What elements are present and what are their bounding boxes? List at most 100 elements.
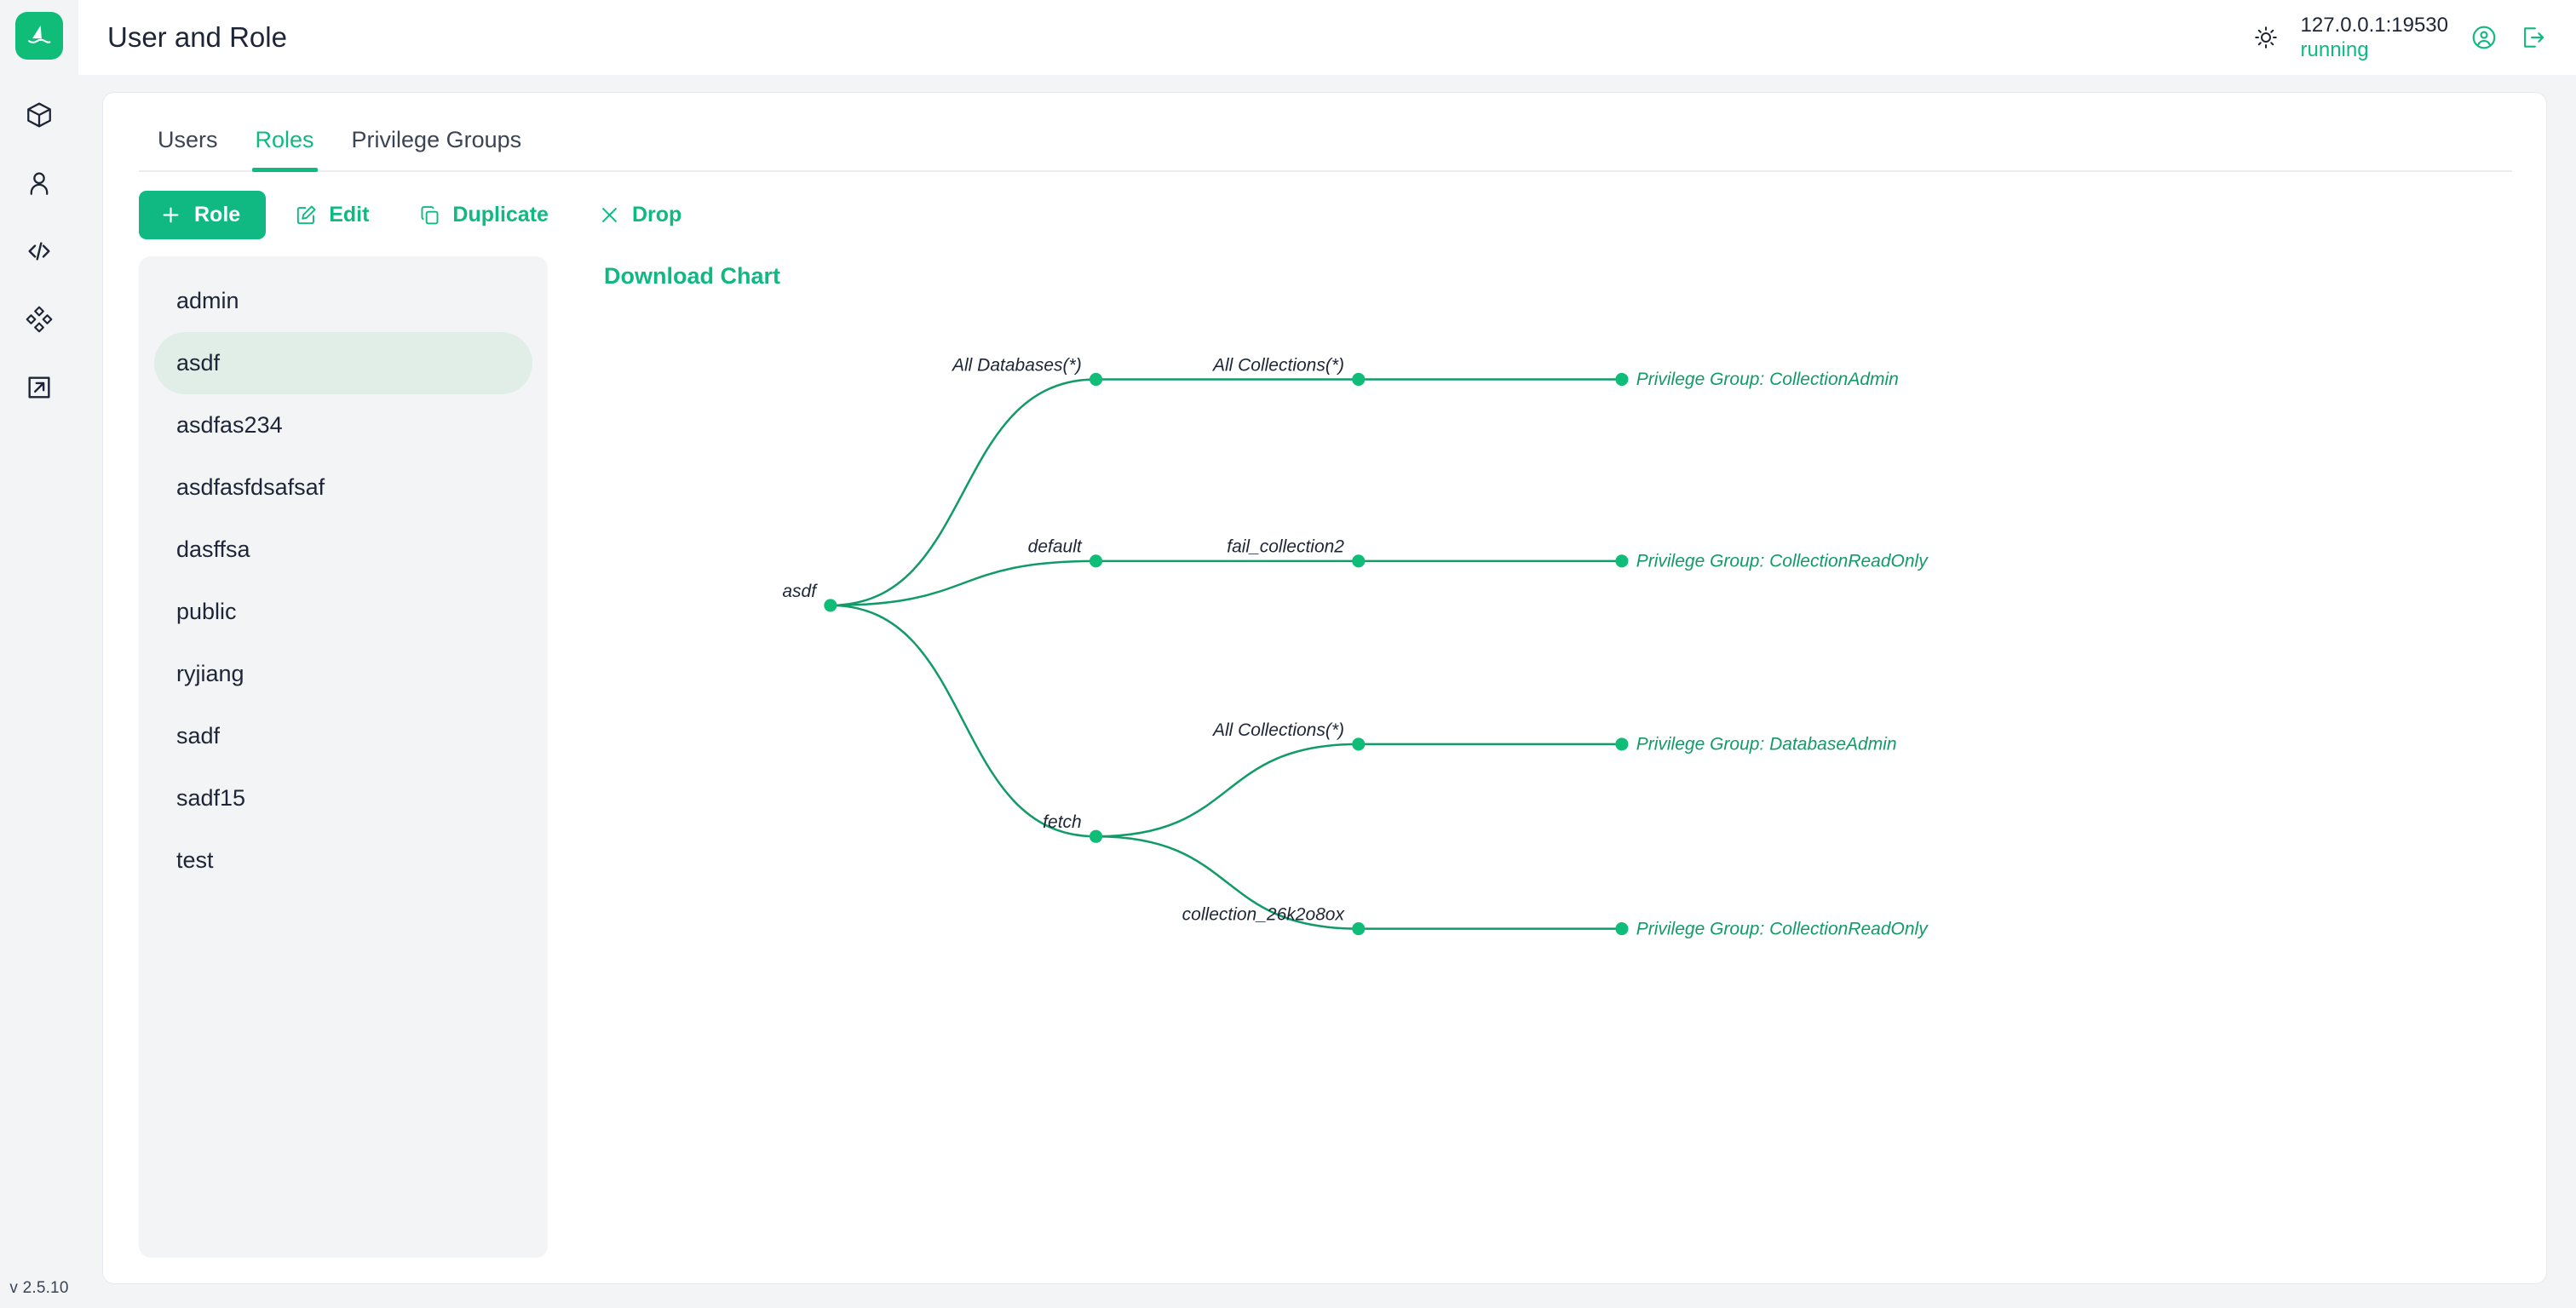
tree-node[interactable]: collection_26k2o8ox — [1182, 905, 1366, 936]
tree-node-dot — [1352, 922, 1366, 936]
tree-node-dot — [1089, 829, 1103, 843]
tree-node[interactable]: All Collections(*) — [1211, 355, 1366, 387]
main-column: User and Role 127.0.0.1:19530 running — [78, 0, 2576, 1308]
top-bar: User and Role 127.0.0.1:19530 running — [78, 0, 2576, 75]
sidebar-item-console[interactable] — [13, 225, 66, 278]
connection-address: 127.0.0.1:19530 — [2300, 13, 2449, 37]
tree-link — [830, 559, 1096, 607]
tree-node[interactable]: default — [1028, 537, 1103, 568]
drop-role-button[interactable]: Drop — [578, 191, 702, 239]
sun-icon — [2254, 26, 2277, 49]
tree-node-dot — [1615, 372, 1629, 387]
tree-node-dot — [1089, 554, 1103, 568]
list-item[interactable]: asdf — [154, 332, 532, 394]
plus-icon — [159, 204, 182, 227]
page-title: User and Role — [107, 21, 287, 53]
account-button[interactable] — [2470, 24, 2498, 51]
list-item[interactable]: ryjiang — [176, 661, 244, 686]
diamond-cluster-icon — [26, 306, 53, 333]
content-area: Users Roles Privilege Groups Role — [78, 75, 2576, 1308]
tree-node[interactable]: Privilege Group: CollectionReadOnly — [1615, 552, 1929, 571]
tree-node-label: asdf — [782, 582, 818, 601]
tree-node-label: Privilege Group: CollectionReadOnly — [1636, 919, 1929, 938]
create-role-label: Role — [194, 203, 241, 227]
role-list: admin asdf asdfas234 asdfasfdsafsaf dasf… — [139, 256, 548, 1258]
duplicate-role-label: Duplicate — [452, 203, 549, 227]
privilege-tree-pane: Download Chart asdf All Databases(*) defau… — [575, 256, 2512, 1258]
tab-users[interactable]: Users — [158, 127, 218, 152]
app-logo[interactable] — [15, 12, 63, 60]
code-brackets-icon — [28, 242, 50, 261]
tree-node-dot — [1615, 737, 1629, 751]
roles-body: admin asdf asdfas234 asdfasfdsafsaf dasf… — [139, 256, 2512, 1283]
list-item[interactable]: sadf15 — [176, 785, 246, 811]
tree-link — [830, 378, 1096, 607]
close-x-icon — [598, 204, 621, 227]
tree-node-label: collection_26k2o8ox — [1182, 905, 1346, 925]
tree-node-label: Privilege Group: CollectionReadOnly — [1636, 552, 1929, 571]
tree-node-label: All Databases(*) — [951, 355, 1082, 375]
duplicate-role-button[interactable]: Duplicate — [398, 191, 569, 239]
sidebar-item-external-link[interactable] — [13, 361, 66, 414]
tree-node-label: fetch — [1043, 812, 1082, 832]
tree-link — [1095, 835, 1359, 930]
theme-toggle-button[interactable] — [2253, 25, 2279, 50]
tree-node[interactable]: fail_collection2 — [1227, 537, 1366, 568]
pencil-square-icon — [295, 204, 318, 227]
sidebar-item-user-and-role[interactable] — [13, 157, 66, 209]
tree-node[interactable]: fetch — [1043, 812, 1103, 843]
tree-links — [830, 378, 1622, 930]
tab-bar: Users Roles Privilege Groups — [139, 115, 2512, 172]
tree-link — [1095, 743, 1359, 838]
tree-node-dot — [1089, 372, 1103, 387]
tree-node[interactable]: Privilege Group: CollectionReadOnly — [1615, 919, 1929, 938]
roles-toolbar: Role Edit — [139, 172, 2512, 256]
sidebar-item-vector-search[interactable] — [13, 293, 66, 346]
list-item[interactable]: dasffsa — [176, 536, 250, 562]
list-item[interactable]: asdfas234 — [176, 412, 283, 438]
privilege-tree-chart: asdf All Databases(*) default fetch All Coll… — [782, 355, 1929, 938]
tree-node-label: All Collections(*) — [1211, 720, 1344, 740]
logout-button[interactable] — [2520, 24, 2547, 51]
user-icon — [30, 172, 49, 195]
tab-privilege-groups[interactable]: Privilege Groups — [351, 127, 522, 152]
connection-status: running — [2300, 38, 2369, 61]
tree-node[interactable]: All Collections(*) — [1211, 720, 1366, 751]
list-item[interactable]: test — [176, 847, 214, 873]
edit-role-label: Edit — [329, 203, 370, 227]
tree-node-dot — [1352, 372, 1366, 387]
connection-info: 127.0.0.1:19530 running — [2301, 13, 2449, 63]
tree-node-dot — [1615, 922, 1629, 936]
tree-node-dot — [1352, 737, 1366, 751]
copy-icon — [418, 204, 441, 227]
cube-icon — [27, 102, 51, 128]
sidebar-item-databases[interactable] — [13, 89, 66, 141]
create-role-button[interactable]: Role — [139, 191, 267, 239]
user-circle-icon — [2472, 26, 2496, 49]
list-item[interactable]: asdfasfdsafsaf — [176, 474, 325, 500]
tree-node-dot — [1352, 554, 1366, 568]
tree-node-dot — [1615, 554, 1629, 568]
edit-role-button[interactable]: Edit — [274, 191, 389, 239]
tree-node[interactable]: All Databases(*) — [951, 355, 1103, 387]
tree-node-dot — [824, 599, 837, 612]
left-nav-rail: v 2.5.10 — [0, 0, 78, 1308]
list-item[interactable]: sadf — [176, 723, 221, 749]
tree-node-label: Privilege Group: CollectionAdmin — [1636, 370, 1899, 389]
download-chart-button[interactable]: Download Chart — [604, 263, 780, 289]
arrow-out-box-icon — [28, 376, 50, 399]
list-item[interactable]: public — [176, 599, 237, 624]
tab-roles[interactable]: Roles — [237, 115, 333, 172]
user-role-card: Users Roles Privilege Groups Role — [102, 92, 2547, 1284]
tree-link — [830, 604, 1096, 838]
attu-sail-logo-icon — [28, 25, 51, 43]
list-item[interactable]: admin — [176, 288, 239, 313]
tree-node-label: All Collections(*) — [1211, 355, 1344, 375]
logout-icon — [2524, 27, 2544, 48]
tree-node[interactable]: asdf — [782, 582, 837, 612]
drop-role-label: Drop — [631, 203, 682, 227]
tree-node[interactable]: Privilege Group: CollectionAdmin — [1615, 370, 1899, 389]
tree-node[interactable]: Privilege Group: DatabaseAdmin — [1615, 735, 1897, 754]
tree-node-label: Privilege Group: DatabaseAdmin — [1636, 735, 1897, 754]
